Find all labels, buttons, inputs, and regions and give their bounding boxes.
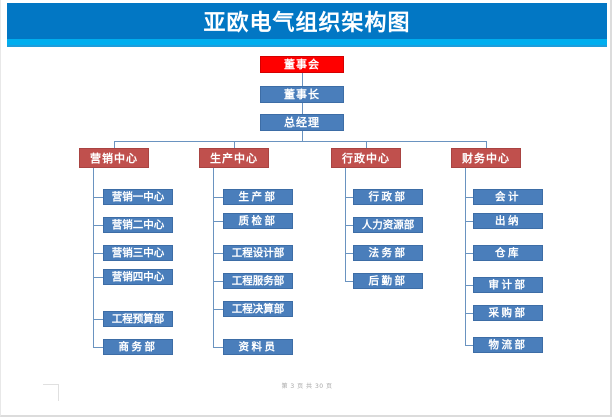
org-item-production-1[interactable]: 生产部 [223, 189, 293, 205]
org-item-administration-1[interactable]: 行政部 [353, 189, 423, 205]
org-item-marketing-2[interactable]: 营销二中心 [103, 217, 173, 233]
connector-line [93, 319, 103, 320]
org-item-marketing-1[interactable]: 营销一中心 [103, 189, 173, 205]
page-footer: 第 3 页 共 30 页 [281, 383, 333, 390]
connector-line [93, 253, 103, 254]
connector-line [345, 253, 353, 254]
org-center-production[interactable]: 生产中心 [199, 148, 269, 168]
banner-accent-strip-secondary [7, 45, 607, 47]
org-item-finance-1[interactable]: 会计 [473, 189, 543, 205]
org-item-marketing-3[interactable]: 营销三中心 [103, 245, 173, 261]
connector-line [93, 197, 103, 198]
org-item-administration-2[interactable]: 人力资源部 [353, 217, 423, 233]
org-item-administration-3[interactable]: 法务部 [353, 245, 423, 261]
connector-line [93, 225, 103, 226]
connector-line [213, 281, 223, 282]
org-center-marketing[interactable]: 营销中心 [79, 148, 149, 168]
org-item-finance-4[interactable]: 审计部 [473, 277, 543, 293]
connector-line [465, 253, 473, 254]
org-item-finance-6[interactable]: 物流部 [473, 337, 543, 353]
connector-line [114, 141, 115, 148]
org-node-general-manager[interactable]: 总经理 [260, 114, 344, 131]
connector-line [302, 131, 303, 141]
connector-line [213, 197, 223, 198]
connector-line [93, 277, 103, 278]
org-item-production-3[interactable]: 工程设计部 [223, 245, 293, 261]
org-item-finance-2[interactable]: 出纳 [473, 213, 543, 229]
org-item-marketing-6[interactable]: 商务部 [103, 339, 173, 355]
connector-line [302, 103, 303, 114]
connector-line [213, 168, 214, 347]
connector-line [213, 253, 223, 254]
connector-line [213, 309, 223, 310]
connector-line [465, 285, 473, 286]
connector-line [213, 347, 223, 348]
connector-line [302, 73, 303, 86]
org-node-chairman[interactable]: 董事长 [260, 86, 344, 103]
org-item-finance-5[interactable]: 采购部 [473, 305, 543, 321]
connector-line [465, 345, 473, 346]
connector-line [345, 168, 346, 281]
org-item-finance-3[interactable]: 仓库 [473, 245, 543, 261]
org-item-production-6[interactable]: 资料员 [223, 339, 293, 355]
org-center-administration[interactable]: 行政中心 [331, 148, 401, 168]
org-item-marketing-4[interactable]: 营销四中心 [103, 269, 173, 285]
org-item-production-5[interactable]: 工程决算部 [223, 301, 293, 317]
margin-corner-mark [43, 384, 59, 401]
connector-line [465, 197, 473, 198]
connector-line [465, 221, 473, 222]
connector-line [465, 168, 466, 345]
org-item-production-4[interactable]: 工程服务部 [223, 273, 293, 289]
org-item-marketing-5[interactable]: 工程预算部 [103, 311, 173, 327]
connector-line [213, 221, 223, 222]
connector-line [465, 313, 473, 314]
connector-line [486, 141, 487, 148]
connector-line [366, 141, 367, 148]
connector-line [93, 347, 103, 348]
connector-line [93, 168, 94, 347]
org-center-finance[interactable]: 财务中心 [451, 148, 521, 168]
org-node-board[interactable]: 董事会 [260, 56, 344, 73]
connector-line [234, 141, 235, 148]
connector-line [114, 141, 486, 142]
connector-line [345, 281, 353, 282]
connector-line [345, 197, 353, 198]
connector-line [345, 225, 353, 226]
title-banner: 亚欧电气组织架构图 [7, 3, 607, 39]
org-item-production-2[interactable]: 质检部 [223, 213, 293, 229]
org-item-administration-4[interactable]: 后勤部 [353, 273, 423, 289]
banner-accent-strip [7, 39, 607, 45]
page-title: 亚欧电气组织架构图 [203, 11, 411, 36]
